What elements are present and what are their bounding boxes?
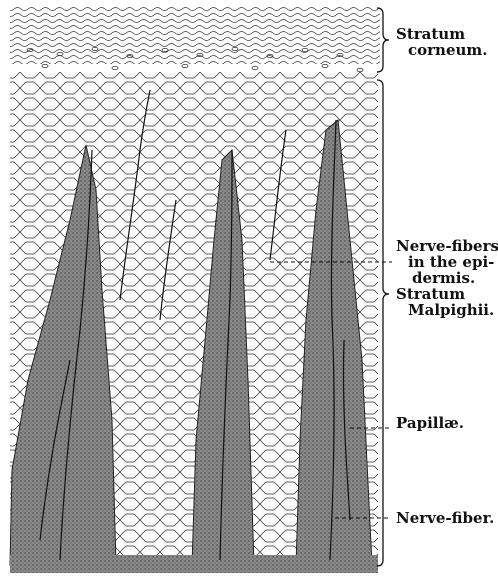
label-stratum-malpighii: Stratum Malpighii. (396, 286, 494, 318)
label-stratum-corneum: Stratum corneum. (396, 26, 488, 58)
label-nerve-fibers-line3: dermis. (396, 270, 498, 286)
label-nerve-fibers-epidermis: Nerve-fibers in the epi- dermis. (396, 238, 498, 286)
stratum-corneum-layer (10, 6, 380, 72)
label-stratum-malpighii-line2: Malpighii. (396, 302, 494, 318)
label-nerve-fibers-line2: in the epi- (396, 254, 498, 270)
malpighii-bracket (377, 80, 389, 566)
dermis-base (10, 555, 378, 573)
label-stratum-corneum-line2: corneum. (396, 42, 488, 58)
label-nerve-fiber: Nerve-fiber. (396, 510, 494, 526)
label-papillae: Papillæ. (396, 415, 464, 431)
layer-brackets (377, 8, 389, 566)
